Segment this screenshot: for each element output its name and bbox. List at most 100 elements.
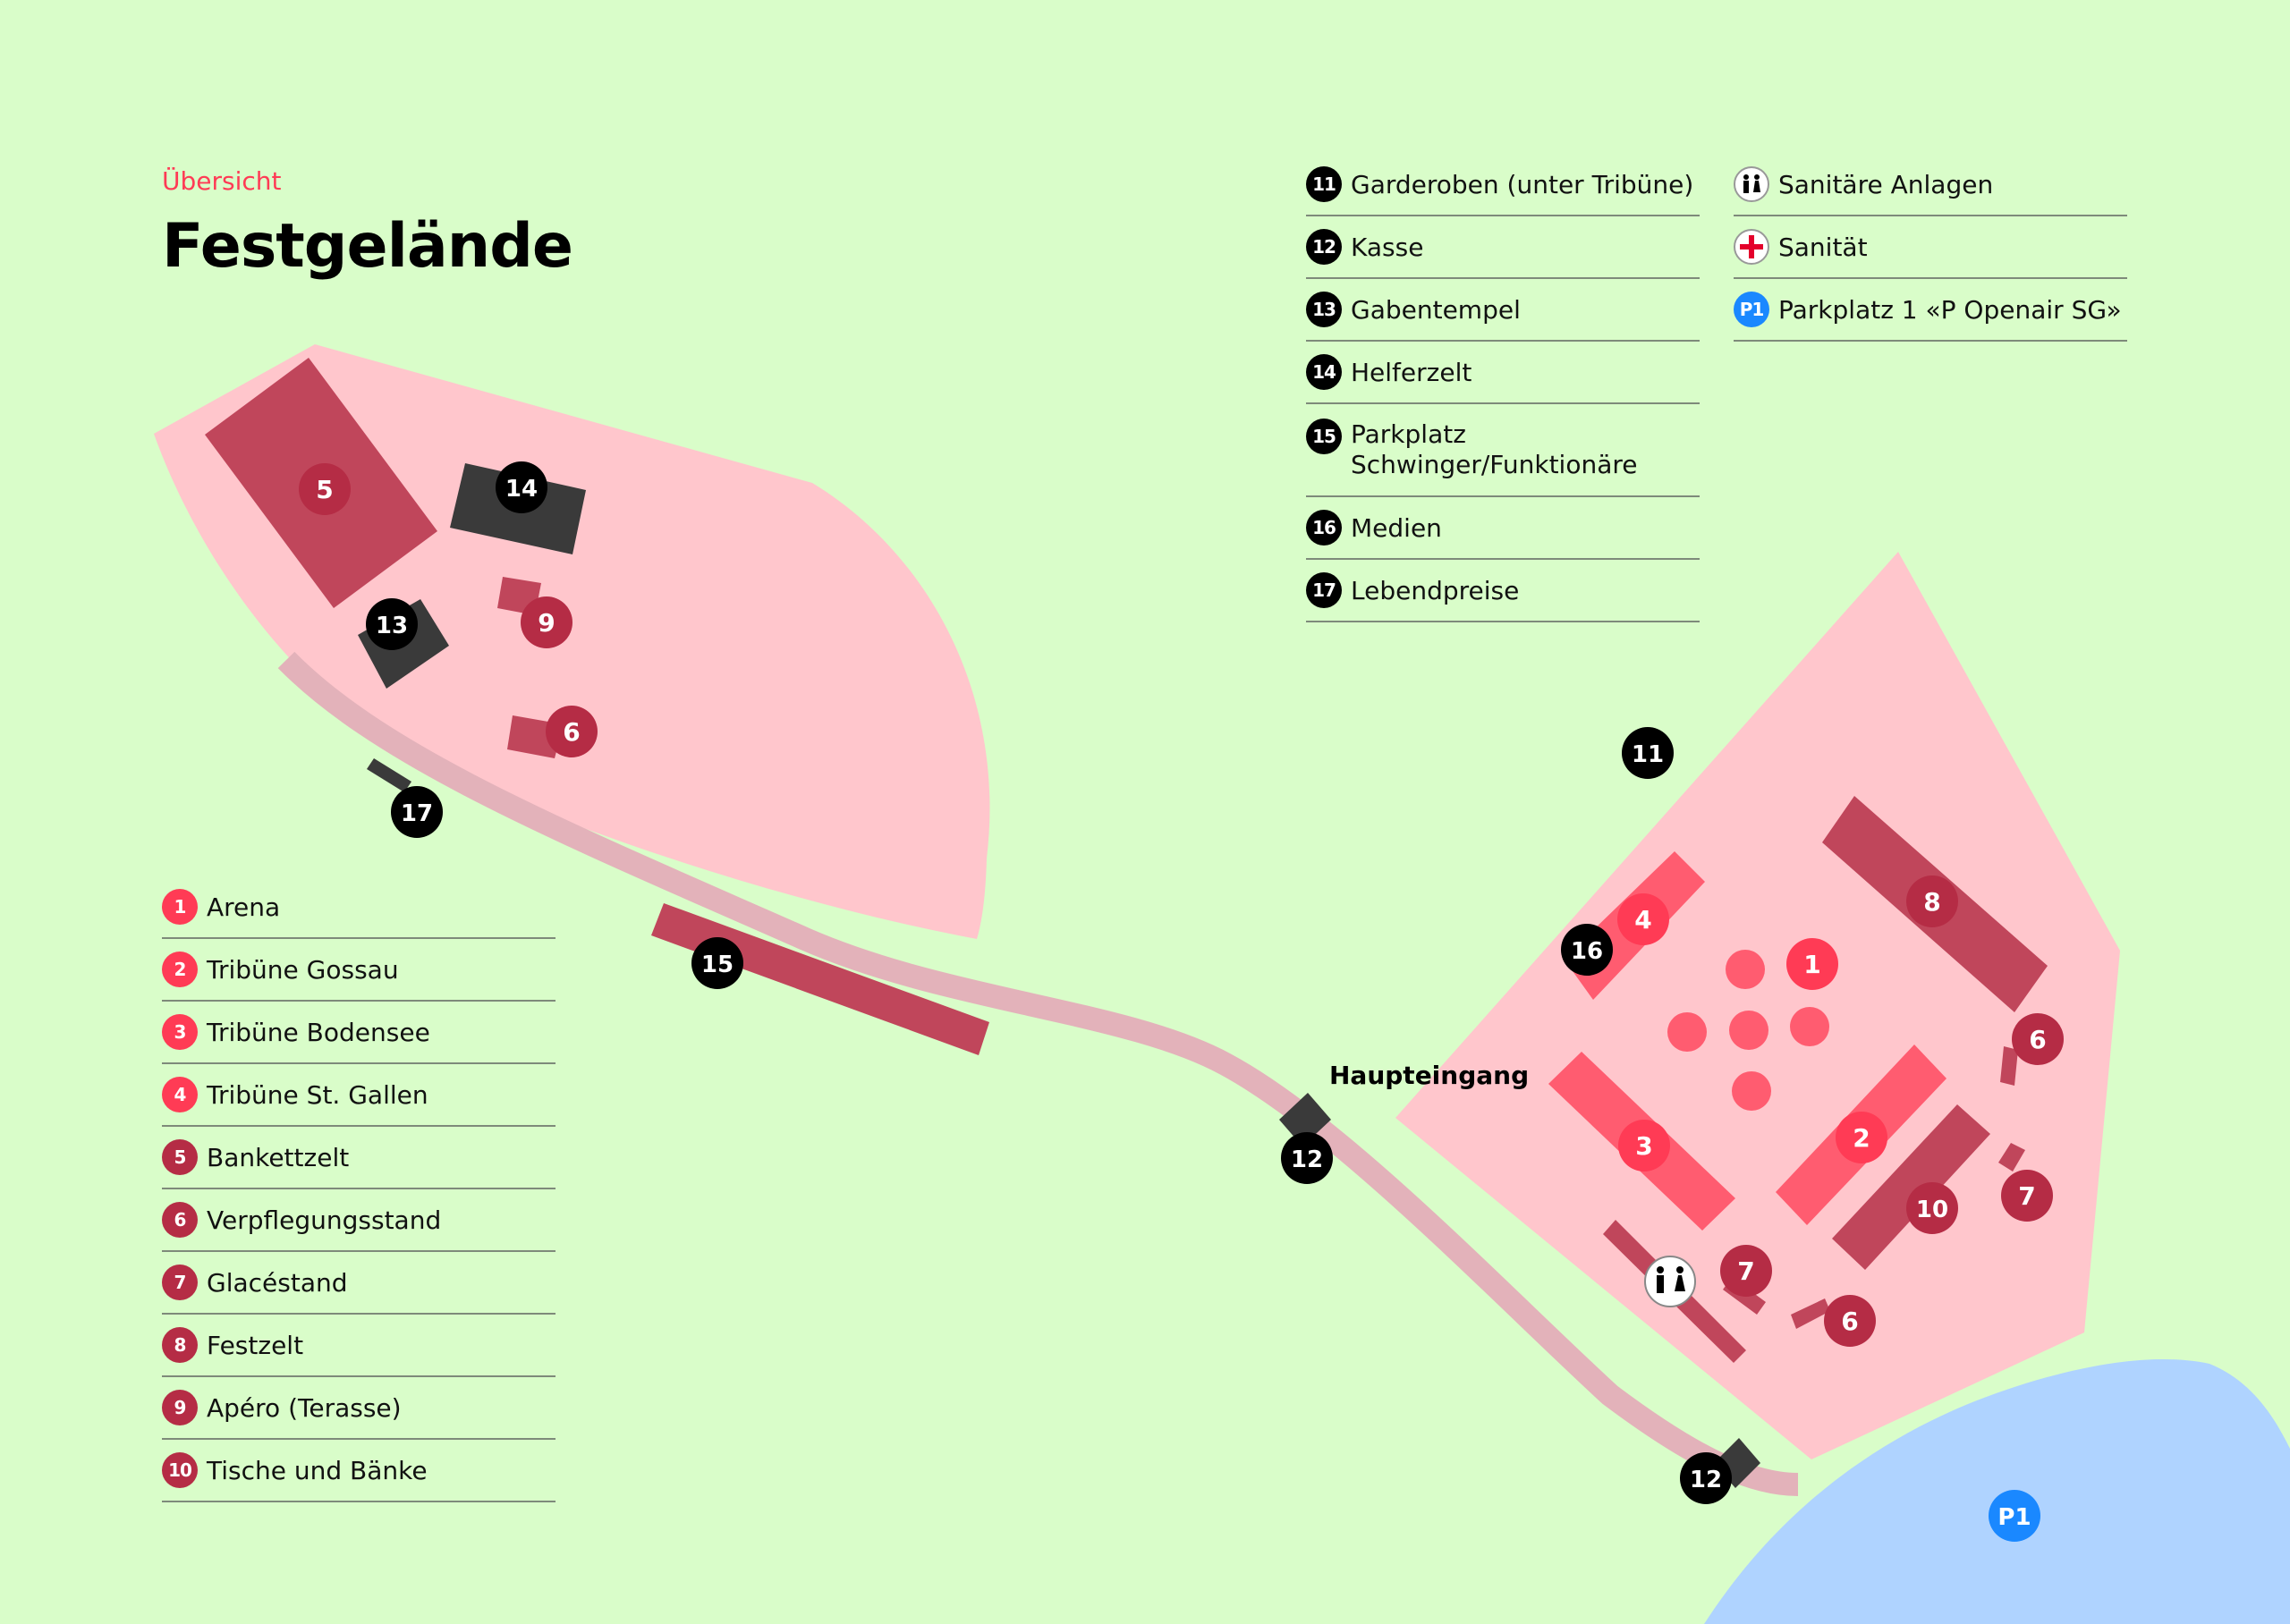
svg-text:12: 12 — [1291, 1146, 1323, 1173]
legend-label: Parkplatz 1 «P Openair SG» — [1778, 294, 2122, 325]
svg-text:8: 8 — [1923, 887, 1940, 917]
main-entrance-label: Haupteingang — [1329, 1061, 1529, 1090]
legend-label: Sanitäre Anlagen — [1778, 169, 1994, 199]
legend-badge: 14 — [1306, 354, 1342, 390]
legend-badge: 15 — [1306, 419, 1342, 454]
marker-7[interactable]: 7 — [1720, 1245, 1772, 1297]
marker-4[interactable]: 4 — [1617, 893, 1669, 945]
svg-text:6: 6 — [563, 717, 580, 747]
svg-text:7: 7 — [1737, 1256, 1754, 1286]
svg-text:11: 11 — [1632, 741, 1664, 768]
legend-label: Lebendpreise — [1351, 575, 1520, 605]
legend-item-kasse[interactable]: 12 Kasse — [1306, 216, 1700, 279]
legend-label: Tribüne Gossau — [207, 954, 399, 985]
svg-text:13: 13 — [376, 613, 408, 639]
arena-ring — [1732, 1071, 1771, 1111]
page-subtitle: Übersicht — [162, 166, 282, 196]
legend-label: Helferzelt — [1351, 357, 1472, 387]
legend-label: Arena — [207, 892, 281, 922]
marker-9[interactable]: 9 — [521, 596, 572, 648]
legend-badge: 4 — [162, 1077, 198, 1112]
legend-badge: 16 — [1306, 510, 1342, 546]
marker-12-entrance[interactable]: 12 — [1281, 1132, 1333, 1184]
svg-text:3: 3 — [1635, 1131, 1652, 1161]
marker-6[interactable]: 6 — [546, 706, 598, 757]
marker-12-south[interactable]: 12 — [1680, 1452, 1732, 1504]
marker-2[interactable]: 2 — [1836, 1112, 1887, 1163]
lebendpreise-stall — [367, 758, 411, 792]
legend-label: Tische und Bänke — [207, 1455, 428, 1485]
legend-label: Festzelt — [207, 1330, 304, 1360]
marker-11[interactable]: 11 — [1622, 727, 1674, 779]
marker-3[interactable]: 3 — [1618, 1120, 1670, 1171]
marker-17[interactable]: 17 — [391, 786, 443, 838]
svg-text:4: 4 — [1634, 905, 1651, 935]
legend-label: Tribüne St. Gallen — [207, 1079, 428, 1110]
marker-10[interactable]: 10 — [1906, 1182, 1958, 1234]
glacestand-ost — [1998, 1143, 2025, 1171]
legend-label: Bankettzelt — [207, 1142, 350, 1172]
legend-label: Garderoben (unter Tribüne) — [1351, 169, 1694, 199]
legend-item-helferzelt[interactable]: 14 Helferzelt — [1306, 342, 1700, 404]
svg-text:7: 7 — [2018, 1181, 2035, 1211]
restroom-icon[interactable] — [1644, 1256, 1696, 1307]
marker-p1[interactable]: P1 — [1989, 1490, 2040, 1542]
legend-badge: 12 — [1306, 229, 1342, 265]
restroom-icon — [1734, 166, 1769, 202]
legend-badge: 17 — [1306, 572, 1342, 608]
marker-15[interactable]: 15 — [691, 937, 743, 989]
verpflegungsstand-ost — [2000, 1046, 2018, 1086]
legend-item-sanitaet[interactable]: Sanität — [1734, 216, 2127, 279]
marker-6-east[interactable]: 6 — [2012, 1013, 2064, 1065]
legend-item-tribuene-st-gallen[interactable]: 4 Tribüne St. Gallen — [162, 1064, 556, 1127]
svg-text:12: 12 — [1690, 1467, 1722, 1493]
legend-label: Glacéstand — [207, 1267, 348, 1298]
legend-badge: 3 — [162, 1014, 198, 1050]
arena-ring — [1790, 1007, 1829, 1046]
verpflegungsstand-sued — [1791, 1298, 1830, 1329]
legend-item-festzelt[interactable]: 8 Festzelt — [162, 1315, 556, 1377]
svg-text:14: 14 — [505, 476, 538, 503]
legend-item-lebendpreise[interactable]: 17 Lebendpreise — [1306, 560, 1700, 622]
red-cross-icon — [1734, 229, 1769, 265]
marker-8[interactable]: 8 — [1906, 875, 1958, 927]
legend-label: Kasse — [1351, 232, 1424, 262]
marker-13[interactable]: 13 — [366, 598, 418, 650]
marker-7-east[interactable]: 7 — [2001, 1170, 2053, 1222]
marker-16[interactable]: 16 — [1561, 924, 1613, 976]
legend-badge: 7 — [162, 1265, 198, 1300]
svg-text:17: 17 — [401, 800, 433, 827]
legend-badge: 6 — [162, 1202, 198, 1238]
svg-text:2: 2 — [1853, 1123, 1870, 1153]
legend-label-line1: Parkplatz — [1351, 419, 1466, 449]
legend-label: Apéro (Terasse) — [207, 1392, 402, 1423]
marker-6-south[interactable]: 6 — [1824, 1295, 1876, 1347]
marker-5[interactable]: 5 — [299, 463, 351, 515]
svg-text:6: 6 — [2029, 1025, 2046, 1054]
arena-ring — [1729, 1011, 1768, 1050]
legend-badge: 8 — [162, 1327, 198, 1363]
legend-item-sanitaere-anlagen[interactable]: Sanitäre Anlagen — [1734, 154, 2127, 216]
marker-1[interactable]: 1 — [1786, 938, 1838, 990]
svg-text:9: 9 — [538, 608, 555, 638]
page-title: Festgelände — [162, 211, 573, 282]
marker-14[interactable]: 14 — [496, 461, 547, 513]
main-walkway — [277, 651, 1799, 1496]
legend-item-glacestand[interactable]: 7 Glacéstand — [162, 1252, 556, 1315]
legend-label: Gabentempel — [1351, 294, 1521, 325]
